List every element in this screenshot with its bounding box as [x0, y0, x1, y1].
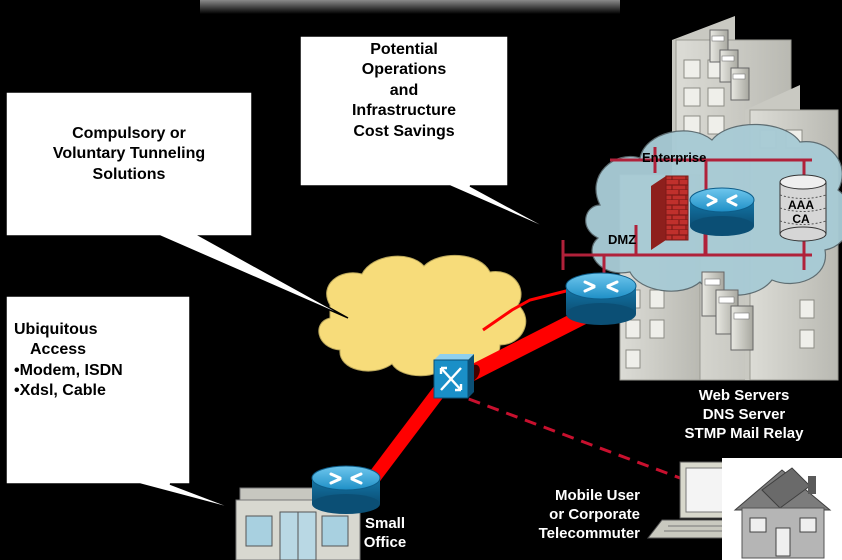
enterprise-label: Enterprise: [642, 150, 707, 165]
access-item: •Xdsl, Cable: [14, 382, 106, 400]
ca-text: CA: [792, 212, 810, 227]
callout-operations-line: Cost Savings: [353, 122, 455, 140]
database-icon: [779, 174, 827, 242]
access-item-text: Xdsl, Cable: [19, 382, 106, 400]
mobile-user-label: Mobile User or Corporate Telecommuter: [539, 486, 640, 544]
access-title-line: Ubiquitous: [14, 321, 98, 338]
access-title-line: Access: [30, 341, 87, 359]
edge-router-icon: [565, 272, 637, 325]
callout-tunneling-line: Voluntary Tunneling: [52, 145, 206, 163]
atm-switch-icon: [433, 354, 474, 399]
callout-tunneling-line: Solutions: [92, 165, 166, 183]
server-tower-icon: [709, 29, 750, 101]
callout-operations: [299, 35, 556, 233]
dial-up-link: [449, 390, 681, 480]
mobile-user-line: or Corporate: [549, 506, 640, 524]
small-office-line: Small: [364, 515, 406, 532]
callout-tunneling-line: Compulsory or: [72, 125, 186, 142]
callout-operations-line: Potential: [370, 41, 438, 58]
access-item-text: Modem, ISDN: [19, 361, 123, 379]
servers-line: STMP Mail Relay: [684, 425, 804, 443]
callout-tunneling-text: Compulsory or Voluntary Tunneling Soluti…: [8, 124, 250, 185]
enterprise-router-icon: [689, 187, 755, 236]
small-office-line: Office: [363, 534, 407, 552]
mobile-user-line: Mobile User: [554, 487, 640, 504]
wan-link: [482, 288, 571, 332]
callout-access-text: Ubiquitous Access •Modem, ISDN •Xdsl, Ca…: [14, 320, 188, 402]
mobile-user-line: Telecommuter: [538, 525, 640, 543]
small-office-label: Small Office: [356, 514, 414, 552]
servers-label: Web Servers DNS Server STMP Mail Relay: [648, 386, 840, 444]
callout-tunneling: [5, 91, 349, 319]
access-item: •Modem, ISDN: [14, 361, 123, 379]
callout-operations-text: Potential Operations and Infrastructure …: [302, 40, 506, 142]
top-glow: [200, 0, 620, 14]
callout-operations-line: Operations: [361, 61, 447, 79]
aaa-label: AAA CA: [788, 198, 814, 227]
office-router-icon: [311, 465, 381, 514]
callout-access: [5, 295, 239, 511]
aaa-text: AAA: [788, 198, 814, 212]
callout-operations-line: and: [389, 81, 419, 99]
server-tower-icon: [701, 271, 754, 351]
callout-operations-line: Infrastructure: [351, 102, 457, 120]
dmz-label: DMZ: [608, 232, 637, 247]
house-icon: [722, 458, 842, 560]
servers-line: DNS Server: [702, 406, 786, 424]
firewall-icon: [651, 175, 689, 250]
internet-cloud: [318, 254, 527, 377]
servers-line: Web Servers: [698, 387, 790, 404]
